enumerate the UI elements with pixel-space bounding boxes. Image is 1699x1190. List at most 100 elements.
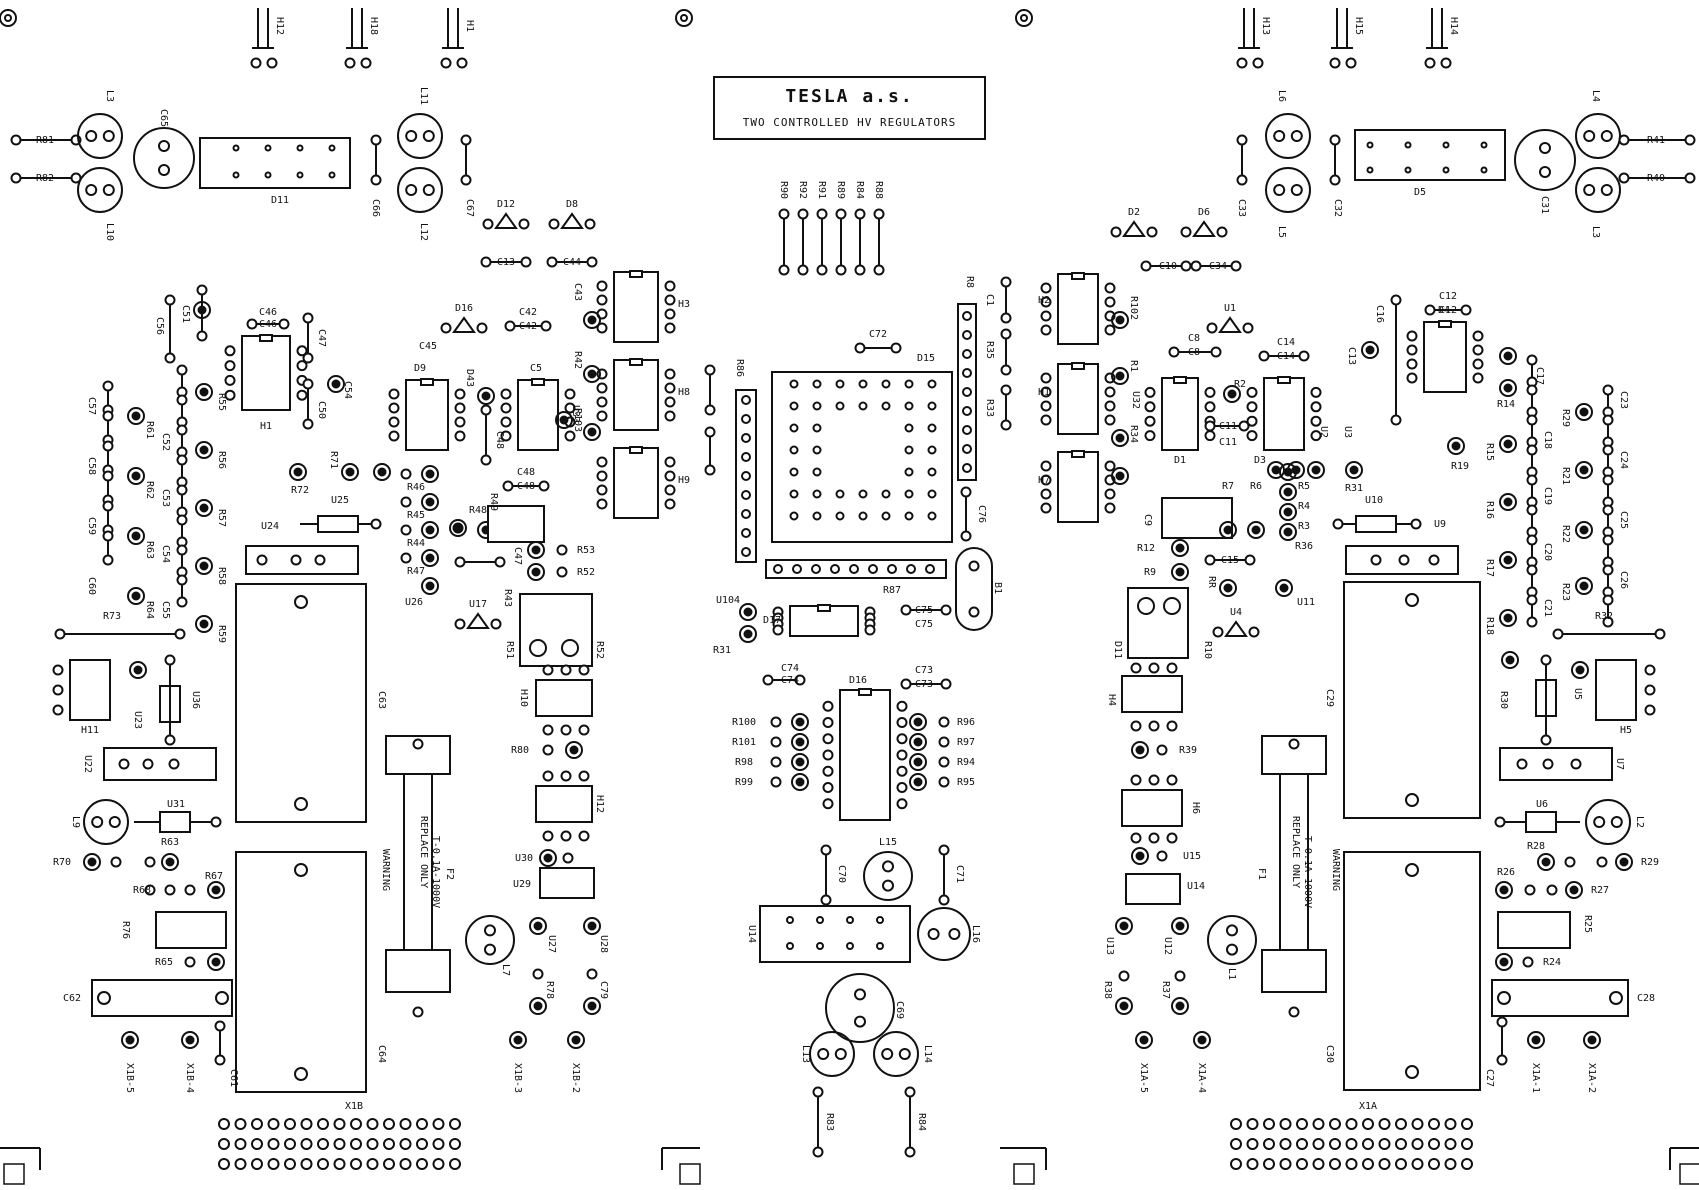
pad: [1406, 344, 1418, 356]
pad: [1461, 1118, 1473, 1130]
led: [1224, 620, 1248, 637]
pad-ring: [1499, 609, 1517, 627]
pad-center: [1619, 857, 1629, 867]
pad: [789, 445, 799, 455]
pad: [284, 1138, 296, 1150]
pad: [1480, 141, 1488, 149]
fuse-holder-bottom: [385, 949, 451, 993]
ref-label: U11: [1297, 597, 1315, 608]
pad: [1166, 720, 1178, 732]
ref-label: X1B-5: [124, 1063, 135, 1093]
pad-center: [743, 629, 753, 639]
inductor: [397, 113, 443, 159]
pad: [278, 318, 290, 330]
ref-label: R78: [544, 981, 555, 999]
pad: [10, 134, 22, 146]
pad: [1378, 1158, 1391, 1170]
ref-label: R5: [1298, 481, 1310, 492]
pad: [542, 724, 554, 736]
ref-label: C9: [1142, 514, 1153, 526]
pad: [234, 1158, 247, 1170]
pad: [142, 758, 154, 770]
ref-label: C34: [1209, 261, 1227, 272]
pad: [968, 606, 980, 618]
pad-ring: [1495, 953, 1513, 971]
pad: [789, 489, 799, 499]
relay-h10: [535, 679, 593, 717]
pad-ring: [509, 1031, 527, 1049]
pad: [399, 1118, 412, 1130]
pad: [1600, 130, 1613, 142]
ref-label: U36: [190, 691, 201, 709]
pad: [797, 208, 809, 220]
trimmer-dial: [1163, 597, 1181, 615]
pad-ring: [1575, 403, 1593, 421]
ref-label: C21: [1542, 599, 1553, 617]
pad: [218, 1118, 230, 1130]
ref-label: R64: [144, 601, 155, 619]
ref-label: U3: [1342, 426, 1353, 438]
pad: [224, 374, 236, 386]
pad: [664, 382, 676, 394]
pad: [1539, 166, 1551, 178]
pad: [176, 544, 188, 556]
pad: [366, 1118, 379, 1130]
ref-label: R100: [732, 717, 756, 728]
connector-h11: [69, 659, 111, 721]
pad: [741, 395, 751, 405]
pad: [504, 320, 516, 332]
pad: [962, 406, 972, 416]
pad: [854, 208, 866, 220]
pad-ring: [195, 499, 213, 517]
pad: [1148, 832, 1160, 844]
pad: [416, 1158, 428, 1170]
pad: [876, 916, 884, 924]
pad: [1148, 662, 1160, 674]
pad: [97, 991, 111, 1005]
pad: [490, 618, 502, 630]
ref-label: C11: [1219, 437, 1237, 448]
pad: [85, 184, 98, 196]
pad: [1230, 1118, 1242, 1130]
capacitor-c63: [235, 583, 367, 823]
ref-label: F2: [444, 868, 455, 880]
ic-h1: [241, 335, 291, 411]
pad-center: [199, 445, 209, 455]
pad: [1480, 166, 1488, 174]
pad: [542, 770, 554, 782]
pad: [770, 756, 782, 768]
pad: [264, 144, 272, 152]
ref-label: R52: [594, 641, 605, 659]
pad: [1329, 1118, 1341, 1130]
ref-label: L11: [418, 87, 429, 105]
pad-ring: [529, 917, 547, 935]
pad: [1602, 616, 1614, 628]
pad: [1345, 1158, 1358, 1170]
pad: [164, 734, 176, 746]
pad-ring: [341, 463, 359, 481]
pad: [835, 511, 845, 521]
pad: [1156, 850, 1168, 862]
ref-label: R53: [577, 545, 595, 556]
pad: [938, 736, 950, 748]
ref-label: C59: [86, 517, 97, 535]
company-name: TESLA a.s.: [785, 86, 914, 107]
ref-label: R99: [735, 777, 753, 788]
pad-center: [1135, 745, 1145, 755]
ref-label: U25: [331, 495, 349, 506]
pad: [214, 1054, 226, 1066]
pad: [1405, 863, 1419, 877]
pad-center: [345, 467, 355, 477]
ref-label: R103: [572, 408, 583, 432]
pad: [144, 856, 156, 868]
ref-label: R98: [735, 757, 753, 768]
pad: [1602, 414, 1614, 426]
pad: [1244, 554, 1256, 566]
pad-center: [1197, 1035, 1207, 1045]
pad: [1609, 991, 1623, 1005]
pad-center: [1499, 957, 1509, 967]
ref-label: U1: [1224, 303, 1236, 314]
pad-center: [795, 737, 805, 747]
ref-label: D11: [1112, 641, 1123, 659]
pad-center: [1115, 471, 1125, 481]
